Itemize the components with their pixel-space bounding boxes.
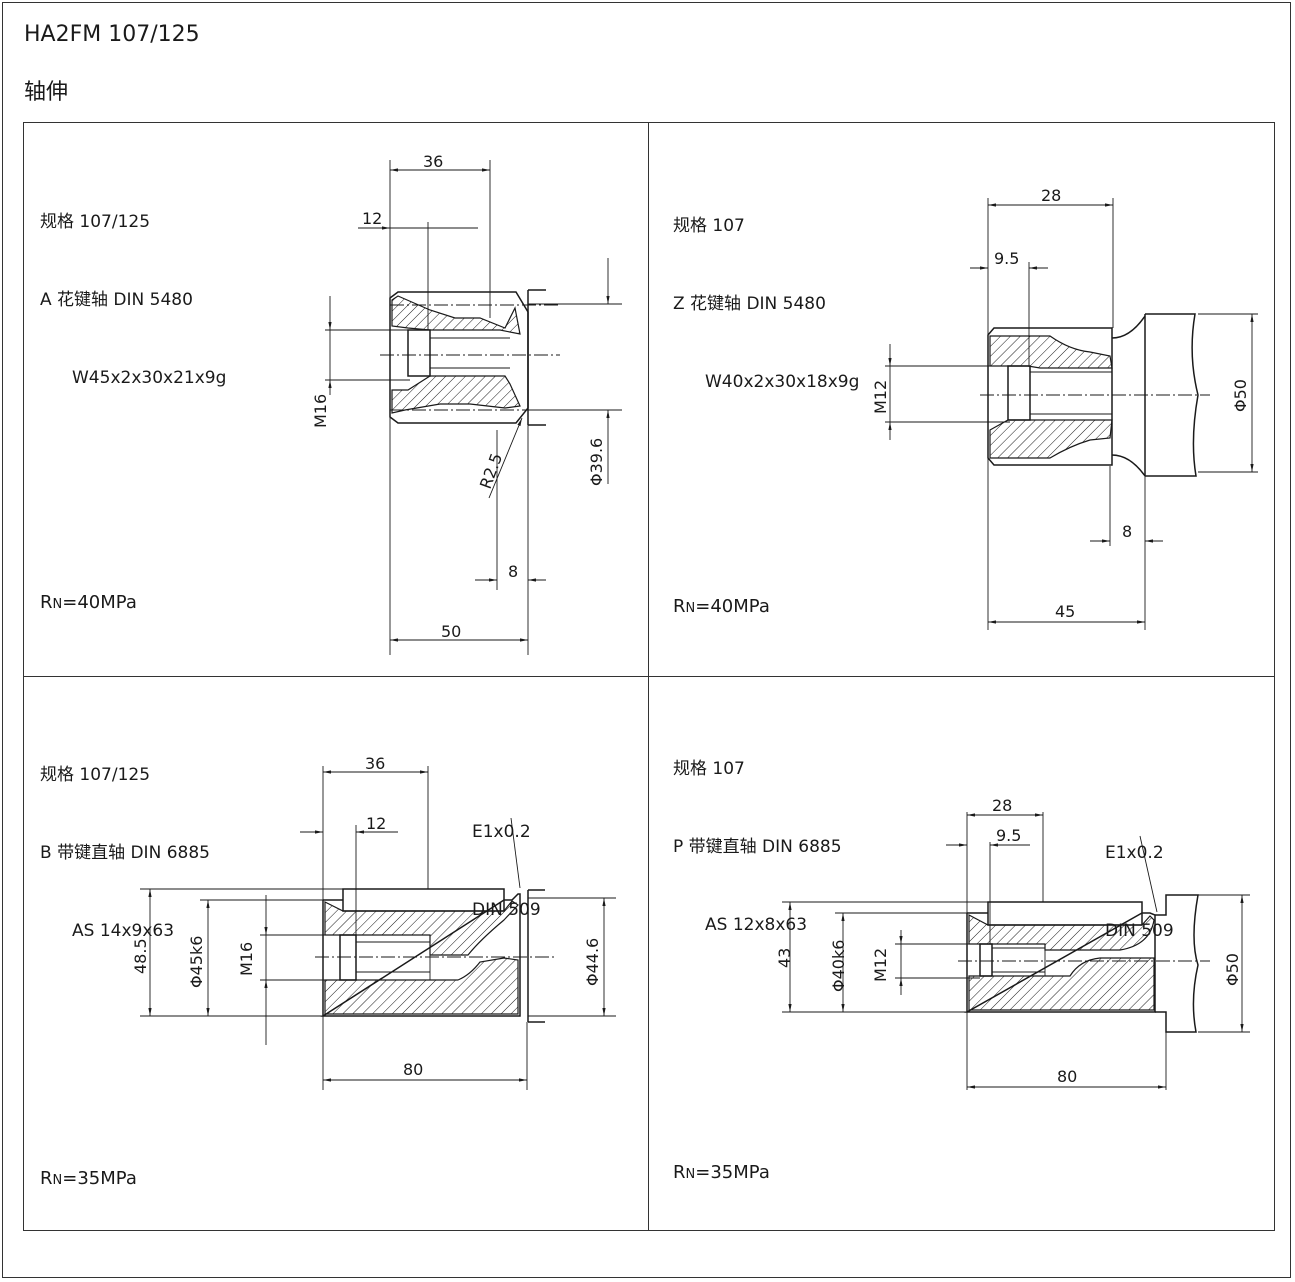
panel-b-spec-size: 规格 107/125	[40, 765, 151, 785]
panel-a-spec-size: 规格 107/125	[40, 212, 151, 232]
panel-z-drawing: 28 9.5 M12 Φ50 8 45	[871, 186, 1258, 630]
dim-z-9-5: 9.5	[994, 249, 1019, 268]
rating-sub: N	[685, 1167, 696, 1182]
rating-value: =40MPa	[62, 592, 137, 613]
panel-p-spec-size: 规格 107	[673, 759, 745, 779]
dim-z-phi50: Φ50	[1231, 379, 1250, 412]
rating-value: =40MPa	[695, 596, 770, 617]
dim-a-8: 8	[508, 562, 518, 581]
rating-prefix: R	[40, 1168, 53, 1189]
rating-sub: N	[685, 601, 696, 616]
dim-b-m16: M16	[237, 942, 256, 976]
dim-z-m12: M12	[871, 380, 890, 414]
rating-sub: N	[52, 597, 63, 612]
panel-b-note-undercut: E1x0.2	[472, 822, 531, 842]
dim-p-80: 80	[1057, 1067, 1077, 1086]
panel-b-drawing: 36 12 48.5 Φ45k6 M16 Φ44.6 80	[131, 754, 616, 1090]
dim-p-43: 43	[775, 948, 794, 968]
panel-a-drawing: 36 12 M16 R2.5 Φ39.6 8 50	[311, 152, 622, 655]
dim-a-r25: R2.5	[476, 451, 506, 492]
dim-a-phi396: Φ39.6	[587, 438, 606, 486]
panel-z-spec-type: Z 花键轴 DIN 5480	[673, 294, 826, 314]
rating-sub: N	[52, 1173, 63, 1188]
dim-a-12: 12	[362, 209, 382, 228]
panel-p-spec-type: P 带键直轴 DIN 6885	[673, 837, 842, 857]
panel-b-spec-type: B 带键直轴 DIN 6885	[40, 843, 210, 863]
panel-a-spec-type: A 花键轴 DIN 5480	[40, 290, 193, 310]
dim-z-45: 45	[1055, 602, 1075, 621]
dim-p-phi50: Φ50	[1223, 953, 1242, 986]
panel-a-rating: RN=40MPa	[40, 592, 137, 613]
panel-a-spec: 规格 107/125 A 花键轴 DIN 5480 W45x2x30x21x9g	[40, 157, 226, 417]
dim-p-m12: M12	[871, 948, 890, 982]
dim-p-9-5: 9.5	[996, 826, 1021, 845]
dim-b-phi45k6: Φ45k6	[187, 936, 206, 988]
panel-z-spec: 规格 107 Z 花键轴 DIN 5480 W40x2x30x18x9g	[673, 161, 859, 421]
dim-p-28: 28	[992, 796, 1012, 815]
rating-value: =35MPa	[62, 1168, 137, 1189]
dim-z-28: 28	[1041, 186, 1061, 205]
dim-a-50: 50	[441, 622, 461, 641]
panel-z-spec-size: 规格 107	[673, 216, 745, 236]
panel-b-rating: RN=35MPa	[40, 1168, 137, 1189]
panel-p-rating: RN=35MPa	[673, 1162, 770, 1183]
dim-b-48-5: 48.5	[131, 938, 150, 974]
dim-b-phi44-6: Φ44.6	[583, 938, 602, 986]
page-title: HA2FM 107/125	[24, 22, 200, 47]
dim-b-36: 36	[365, 754, 385, 773]
panel-b-spec-key: AS 14x9x63	[72, 921, 175, 941]
grid-divider-horizontal	[23, 676, 1275, 677]
rating-prefix: R	[673, 1162, 686, 1183]
dim-a-36: 36	[423, 152, 443, 171]
page-subtitle: 轴伸	[24, 80, 69, 105]
panel-z-rating: RN=40MPa	[673, 596, 770, 617]
dim-b-80: 80	[403, 1060, 423, 1079]
panel-a-spec-profile: W45x2x30x21x9g	[72, 368, 227, 388]
dim-b-12: 12	[366, 814, 386, 833]
dim-a-m16: M16	[311, 394, 330, 428]
panel-z-spec-profile: W40x2x30x18x9g	[705, 372, 860, 392]
panel-p-note-undercut: E1x0.2	[1105, 843, 1164, 863]
dim-p-phi40k6: Φ40k6	[829, 940, 848, 992]
panel-p-drawing: 28 9.5 43 Φ40k6 M12 Φ50 80	[775, 796, 1250, 1090]
rating-prefix: R	[673, 596, 686, 617]
rating-value: =35MPa	[695, 1162, 770, 1183]
panel-p-spec: 规格 107 P 带键直轴 DIN 6885 AS 12x8x63	[673, 704, 842, 964]
panel-b-spec: 规格 107/125 B 带键直轴 DIN 6885 AS 14x9x63	[40, 710, 210, 970]
rating-prefix: R	[40, 592, 53, 613]
dim-z-8: 8	[1122, 522, 1132, 541]
